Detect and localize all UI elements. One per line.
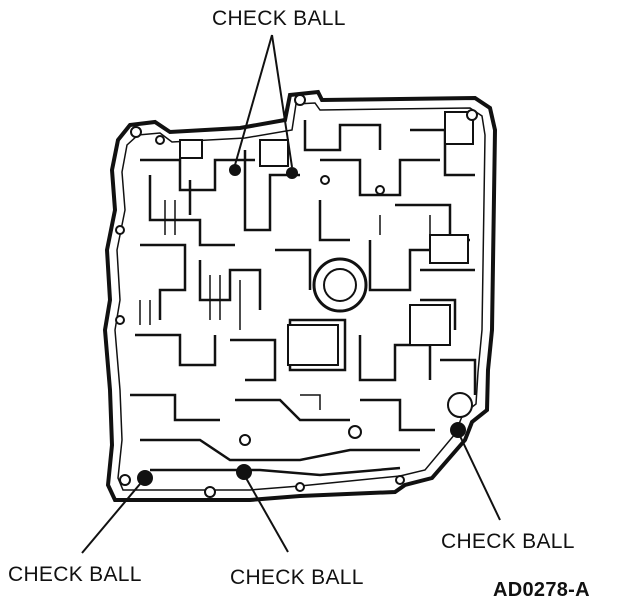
- label-check-ball-top: CHECK BALL: [212, 7, 346, 30]
- valve-pockets: [179, 111, 474, 366]
- leader-lines: [81, 34, 501, 554]
- label-check-ball-right: CHECK BALL: [441, 530, 575, 553]
- label-check-ball-bottom-center: CHECK BALL: [230, 566, 364, 589]
- fluid-passages: [130, 120, 477, 477]
- check-balls: [137, 164, 466, 486]
- check-ball-right: [450, 422, 466, 438]
- check-ball-bottom-left: [137, 470, 153, 486]
- passage-details: [139, 200, 431, 410]
- check-ball-top-right: [286, 167, 298, 179]
- figure-code: AD0278-A: [493, 579, 590, 601]
- check-ball-top-left: [229, 164, 241, 176]
- ports: [115, 94, 478, 498]
- label-check-ball-bottom-left: CHECK BALL: [8, 563, 142, 586]
- check-ball-bottom-center: [236, 464, 252, 480]
